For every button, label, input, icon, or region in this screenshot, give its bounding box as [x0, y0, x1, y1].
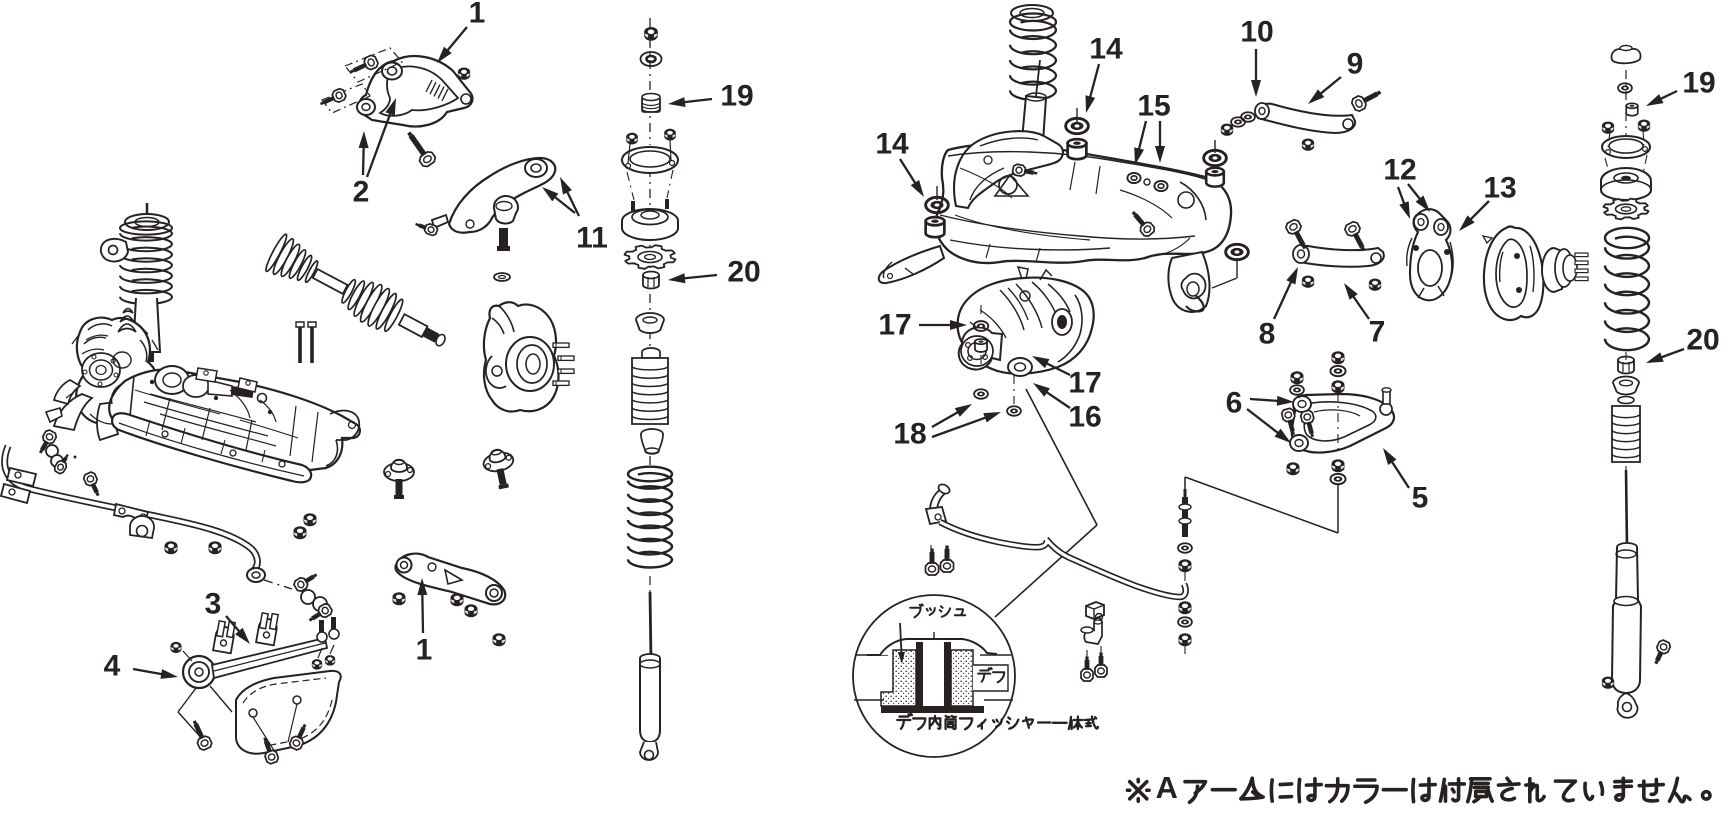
- svg-text:19: 19: [1682, 67, 1715, 100]
- svg-text:14: 14: [875, 128, 909, 161]
- svg-text:20: 20: [1686, 324, 1719, 357]
- svg-text:3: 3: [205, 588, 222, 621]
- svg-text:20: 20: [727, 256, 760, 289]
- svg-text:A: A: [1156, 770, 1178, 805]
- svg-text:15: 15: [1137, 90, 1170, 123]
- svg-text:2: 2: [353, 176, 370, 209]
- svg-text:17: 17: [878, 309, 911, 342]
- svg-text:1: 1: [469, 0, 486, 30]
- svg-text:7: 7: [1369, 316, 1386, 349]
- svg-text:4: 4: [104, 650, 121, 683]
- svg-text:17: 17: [1068, 367, 1101, 400]
- svg-text:11: 11: [576, 222, 608, 255]
- svg-text:9: 9: [1347, 48, 1364, 81]
- svg-text:16: 16: [1068, 401, 1101, 434]
- svg-text:12: 12: [1383, 154, 1416, 187]
- svg-text:19: 19: [720, 80, 753, 113]
- svg-text:6: 6: [1226, 387, 1243, 420]
- svg-text:13: 13: [1483, 172, 1516, 205]
- svg-text:14: 14: [1089, 33, 1123, 66]
- svg-text:5: 5: [1412, 482, 1429, 515]
- svg-text:10: 10: [1240, 16, 1273, 49]
- svg-text:8: 8: [1259, 318, 1276, 351]
- svg-text:1: 1: [416, 634, 433, 667]
- svg-text:18: 18: [893, 418, 926, 451]
